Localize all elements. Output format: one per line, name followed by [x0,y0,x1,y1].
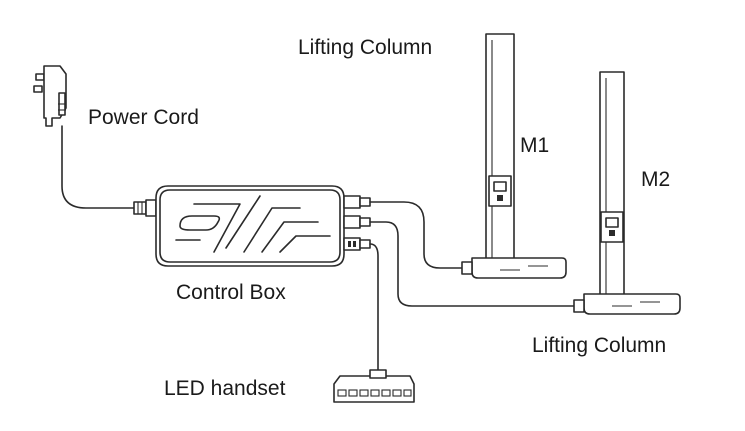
led-handset [333,369,415,403]
m1-cable [369,201,469,269]
lifting-column-m2 [573,71,681,315]
m2-cable [369,221,575,307]
control-box [155,185,371,267]
handset-cable [369,243,379,373]
label-m2: M2 [641,168,671,191]
power-plug-icon [33,65,67,127]
label-lifting-column-bottom: Lifting Column [532,334,667,357]
lifting-column-m1 [461,33,567,279]
power-cord-connector [133,199,157,217]
power-cord-cable [61,125,135,209]
label-led-handset: LED handset [164,377,286,400]
label-m1: M1 [520,134,550,157]
label-power-cord: Power Cord [88,106,199,129]
label-lifting-column-top: Lifting Column [298,36,433,59]
label-control-box: Control Box [176,281,286,304]
